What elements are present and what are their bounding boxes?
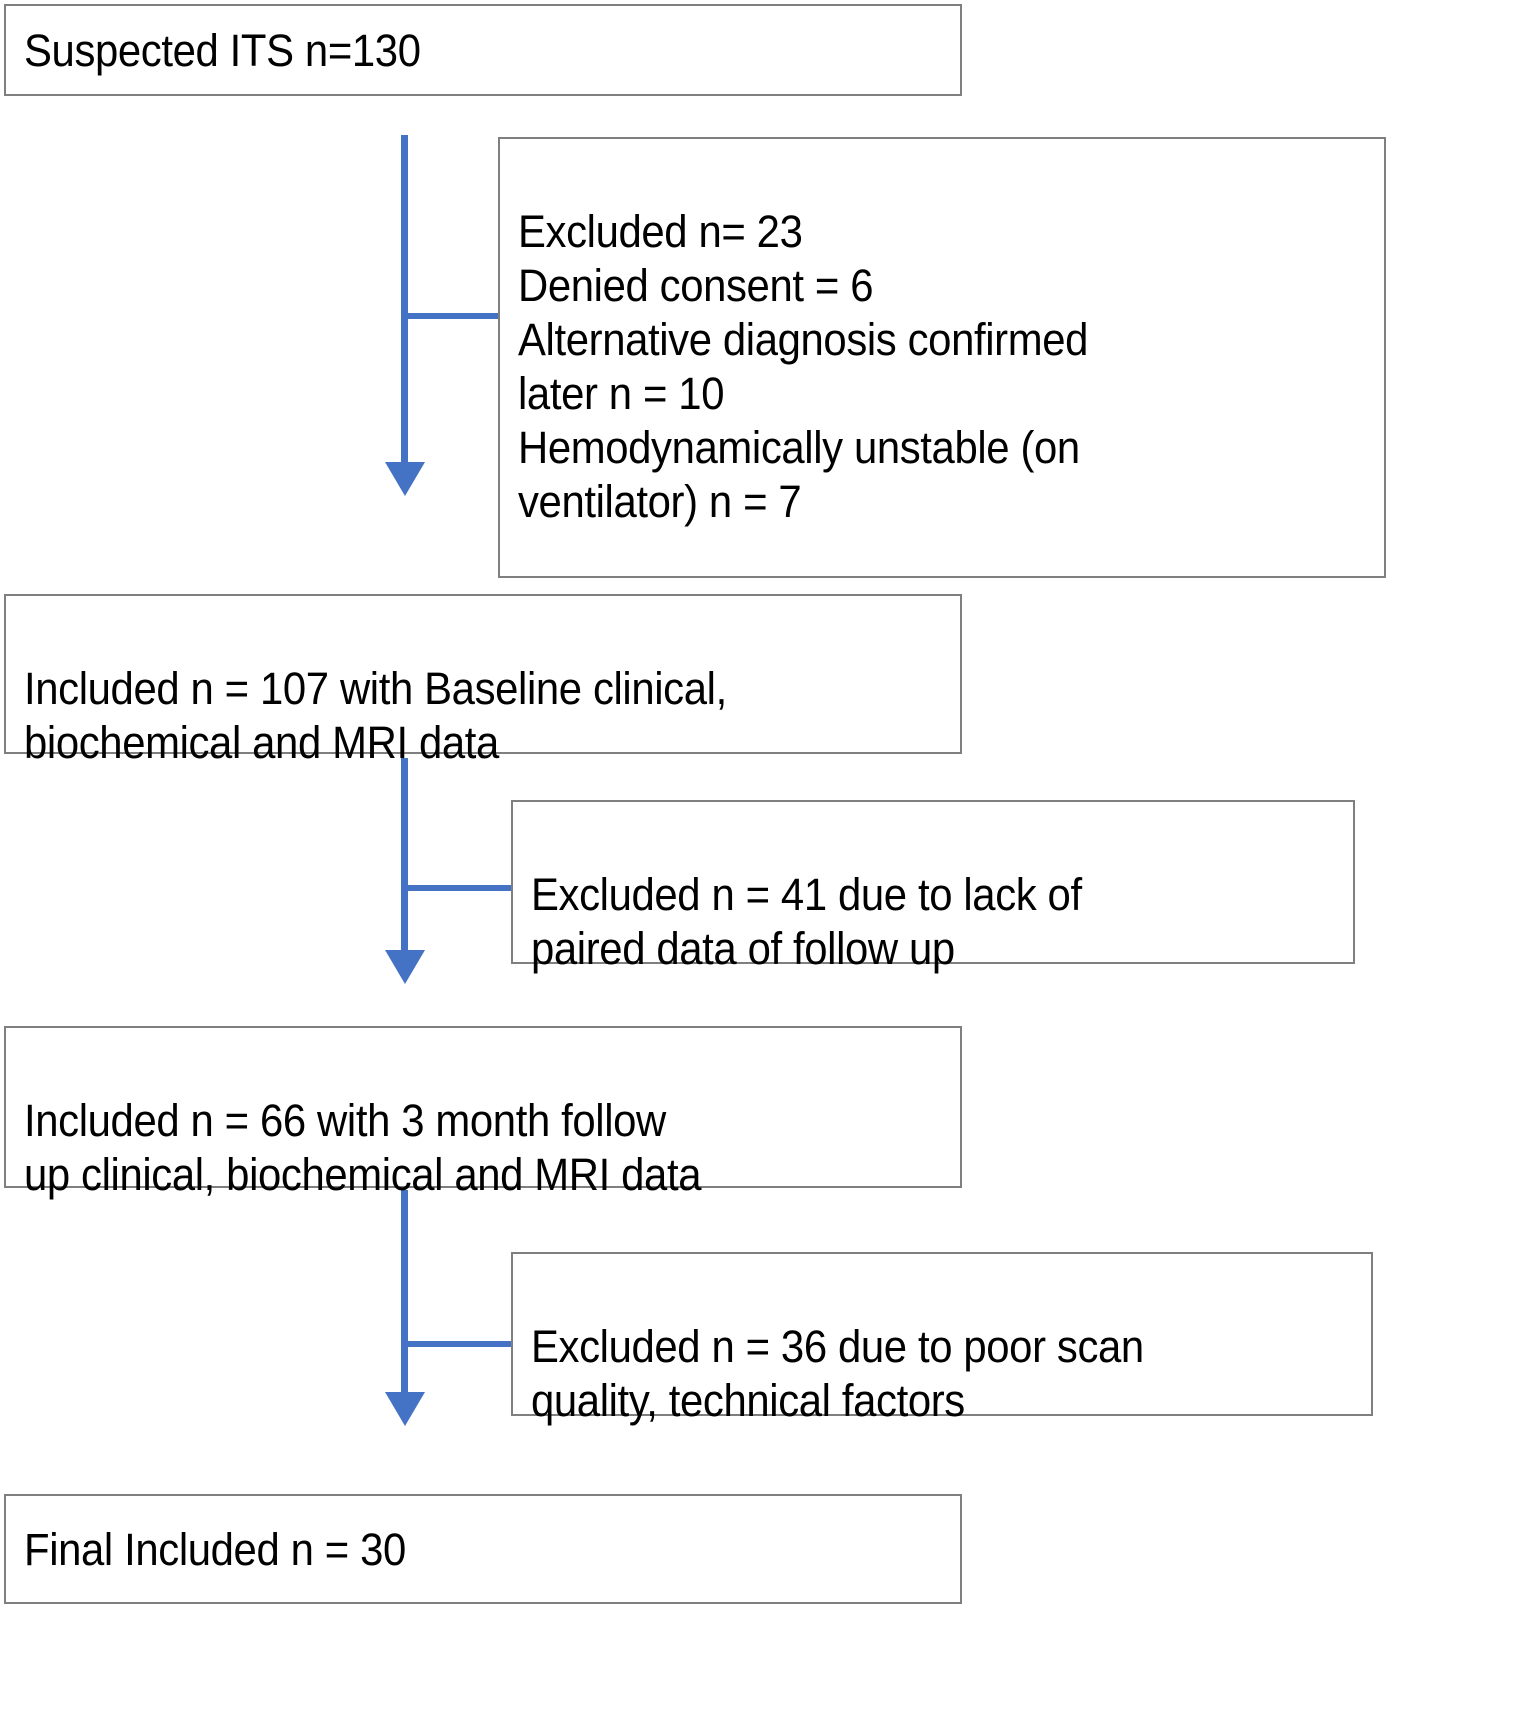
connector-branch-1: [401, 313, 501, 319]
node-final-included: Final Included n = 30: [4, 1494, 962, 1604]
node-included-107-text: Included n = 107 with Baseline clinical,…: [24, 663, 727, 768]
connector-line-1: [401, 135, 408, 470]
node-included-66-text: Included n = 66 with 3 month follow up c…: [24, 1095, 702, 1200]
node-excluded-36: Excluded n = 36 due to poor scan quality…: [511, 1252, 1373, 1426]
arrow-head-1: [385, 462, 425, 496]
connector-line-2: [401, 758, 408, 958]
node-excluded-41-text: Excluded n = 41 due to lack of paired da…: [531, 869, 1082, 974]
node-excluded-23-text: Excluded n= 23 Denied consent = 6 Altern…: [518, 206, 1089, 527]
node-final-included-text: Final Included n = 30: [24, 1524, 406, 1575]
node-included-107: Included n = 107 with Baseline clinical,…: [4, 594, 962, 768]
node-included-66: Included n = 66 with 3 month follow up c…: [4, 1026, 962, 1200]
node-excluded-23: Excluded n= 23 Denied consent = 6 Altern…: [498, 137, 1386, 578]
node-suspected-its-text: Suspected ITS n=130: [24, 25, 421, 76]
node-excluded-41: Excluded n = 41 due to lack of paired da…: [511, 800, 1355, 974]
node-suspected-its: Suspected ITS n=130: [4, 4, 962, 96]
connector-line-3: [401, 1190, 408, 1400]
arrow-head-2: [385, 950, 425, 984]
connector-branch-3: [401, 1341, 513, 1347]
connector-branch-2: [401, 885, 513, 891]
arrow-head-3: [385, 1392, 425, 1426]
node-excluded-36-text: Excluded n = 36 due to poor scan quality…: [531, 1321, 1144, 1426]
